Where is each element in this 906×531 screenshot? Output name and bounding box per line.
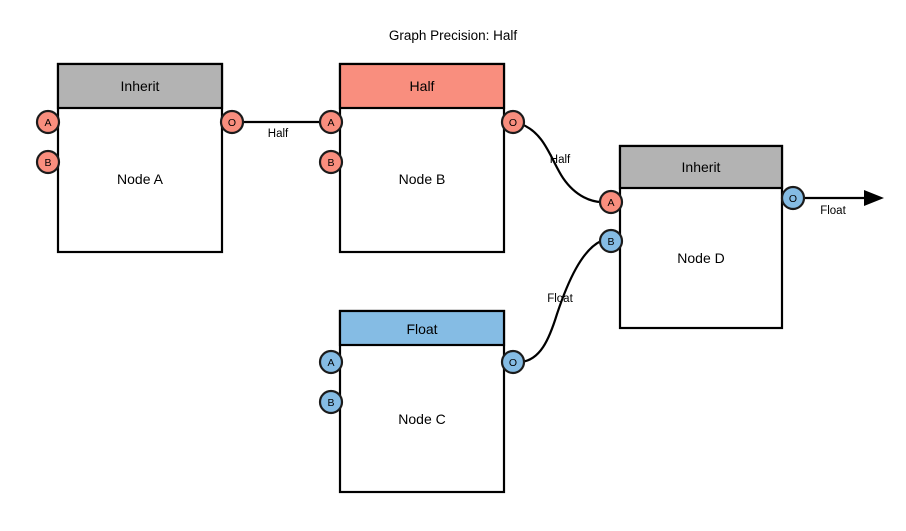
edge-b-to-d-label: Half <box>550 154 571 166</box>
node-c-port-b-label: B <box>327 397 334 409</box>
node-a-title: Node A <box>117 171 164 187</box>
node-d-port-o-label: O <box>789 193 797 205</box>
node-d-port-a-circle <box>598 189 624 215</box>
node-b-port-b-label: B <box>327 157 334 169</box>
node-c-port-o-circle <box>500 349 526 375</box>
node-d-port-a-label: A <box>607 197 614 209</box>
node-b-port-b-circle <box>318 149 344 175</box>
node-a-port-b-label: B <box>44 157 51 169</box>
node-a-port-a-label: A <box>44 117 51 129</box>
node-c-port-a-label: A <box>327 357 334 369</box>
node-a[interactable]: Inherit Node A A B O <box>35 62 245 254</box>
node-b-header-rect <box>338 62 506 110</box>
edge-d-output[interactable]: Float <box>793 190 884 217</box>
node-a-header-rect <box>56 62 224 110</box>
node-d-port-o-circle <box>780 185 806 211</box>
node-a-port-o[interactable]: O <box>219 109 245 135</box>
node-d-port-b[interactable]: B <box>598 228 624 254</box>
node-c-port-a[interactable]: A <box>318 349 344 375</box>
node-c-title: Node C <box>398 411 445 427</box>
node-d-port-b-circle <box>598 228 624 254</box>
edge-c-to-d-label: Float <box>547 293 573 305</box>
node-d-port-a[interactable]: A <box>598 189 624 215</box>
node-b-port-o[interactable]: O <box>500 109 526 135</box>
node-d-port-o[interactable]: O <box>780 185 806 211</box>
node-d-title: Node D <box>677 250 724 266</box>
node-c-port-b-circle <box>318 389 344 415</box>
node-c-port-b[interactable]: B <box>318 389 344 415</box>
edge-c-to-d[interactable]: Float <box>520 240 602 364</box>
node-a-port-o-label: O <box>228 117 236 129</box>
node-d-port-b-label: B <box>607 236 614 248</box>
node-b-port-o-circle <box>500 109 526 135</box>
node-c[interactable]: Float Node C A B O <box>318 309 526 494</box>
node-c-port-a-circle <box>318 349 344 375</box>
page-title: Graph Precision: Half <box>389 28 518 43</box>
edge-c-to-d-path <box>520 240 602 364</box>
node-a-port-o-circle <box>219 109 245 135</box>
node-c-port-o[interactable]: O <box>500 349 526 375</box>
node-c-port-o-label: O <box>509 357 517 369</box>
node-b-port-a[interactable]: A <box>318 109 344 135</box>
node-c-header-rect <box>338 309 506 347</box>
node-b-port-o-label: O <box>509 117 517 129</box>
arrow-head-icon <box>864 190 884 206</box>
node-d-header-rect <box>618 144 784 190</box>
edge-d-output-label: Float <box>820 205 846 217</box>
node-b[interactable]: Half Node B A B O <box>318 62 526 254</box>
edge-a-to-b-label: Half <box>268 128 289 140</box>
edge-b-to-d[interactable]: Half <box>520 122 603 204</box>
node-c-header-label: Float <box>406 321 437 337</box>
edge-b-to-d-path <box>520 122 603 204</box>
node-d-header-label: Inherit <box>682 159 721 175</box>
node-b-port-b[interactable]: B <box>318 149 344 175</box>
node-d[interactable]: Inherit Node D A B O <box>598 144 806 330</box>
node-b-header-label: Half <box>410 78 435 94</box>
node-a-port-a-circle <box>35 109 61 135</box>
node-a-port-b-circle <box>35 149 61 175</box>
node-b-title: Node B <box>399 171 446 187</box>
edge-a-to-b[interactable]: Half <box>232 120 322 140</box>
node-a-header-label: Inherit <box>121 78 160 94</box>
node-a-port-b[interactable]: B <box>35 149 61 175</box>
node-a-port-a[interactable]: A <box>35 109 61 135</box>
node-b-port-a-label: A <box>327 117 334 129</box>
node-b-port-a-circle <box>318 109 344 135</box>
